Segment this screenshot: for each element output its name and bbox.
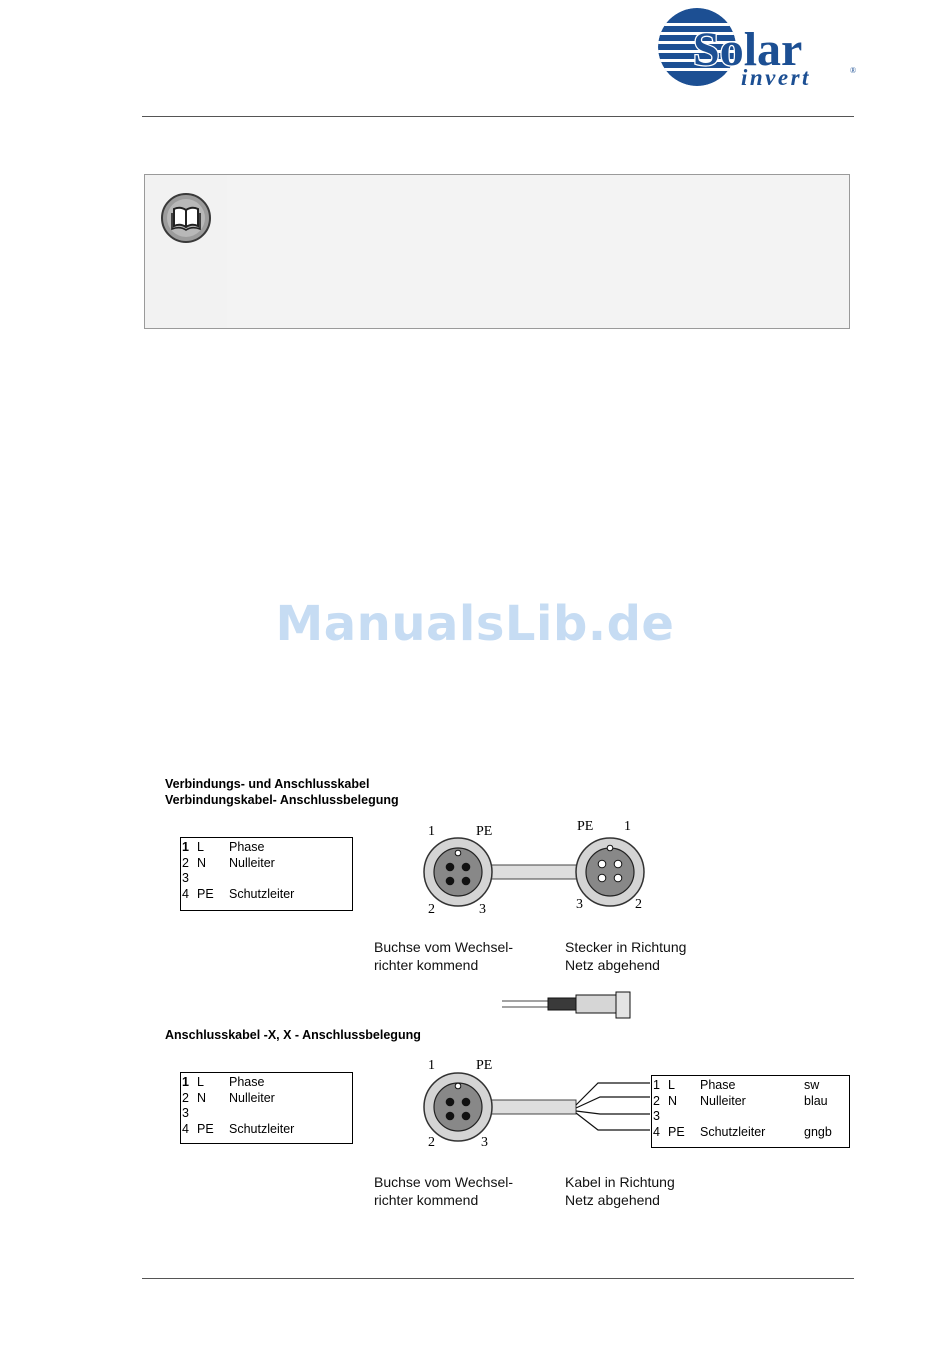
pin-number: 3 (182, 1106, 189, 1120)
table-row: 2 N Nulleiter (182, 1091, 352, 1107)
pin-assignment-table-1: 1 L Phase 2 N Nulleiter 3 4 PE Schutzlei… (180, 837, 353, 911)
section1-heading-line1: Verbindungs- und Anschlusskabel (165, 777, 370, 791)
open-cable-diagram: 1 PE 2 3 (423, 1058, 650, 1150)
caption-cable-line2: Netz abgehend (565, 1192, 660, 1208)
pin-name: Schutzleiter (700, 1124, 766, 1139)
pin-number: 1 (182, 840, 189, 854)
plug-pin-1-label: 1 (624, 819, 631, 834)
pin-code: PE (197, 1121, 214, 1136)
registered-mark: ® (850, 66, 856, 75)
table-row: 2 N Nulleiter blau (653, 1094, 849, 1110)
pin-name: Phase (229, 840, 265, 854)
plug-connector (575, 837, 645, 907)
pin-assignment-table-2: 1 L Phase 2 N Nulleiter 3 4 PE Schutzlei… (180, 1072, 353, 1144)
book-icon (161, 193, 211, 243)
wire-color: blau (804, 1093, 828, 1108)
socket-connector (423, 1072, 493, 1142)
footer-rule (142, 1278, 854, 1279)
pin-name: Schutzleiter (229, 886, 295, 901)
wire-color: gngb (804, 1124, 832, 1139)
logo-word-invert: invert (741, 65, 811, 90)
cable-body (489, 864, 583, 880)
solar-invert-logo: Solar invert ® (658, 8, 856, 90)
pin-code: PE (197, 886, 214, 901)
pin-code: N (197, 855, 207, 870)
pin-number: 2 (182, 855, 189, 870)
plug-pe-label: PE (577, 819, 593, 834)
pin-number: 3 (653, 1109, 660, 1123)
note-box (144, 174, 850, 329)
watermark: ManualsLib.de (275, 596, 675, 652)
socket-pin-2-label: 2 (428, 1135, 435, 1150)
logo-word-solar: Solar (693, 23, 802, 76)
pin-number: 2 (653, 1093, 660, 1108)
table-row: 4 PE Schutzleiter (182, 887, 352, 903)
wire-color-table: 1 L Phase sw 2 N Nulleiter blau 3 4 PE S… (651, 1075, 850, 1148)
pin-number: 4 (182, 886, 189, 901)
caption-socket-line2: richter kommend (374, 957, 479, 973)
table-row: 3 (653, 1109, 849, 1125)
table-row: 4 PE Schutzleiter (182, 1122, 352, 1138)
socket-pin-2-label: 2 (428, 902, 435, 917)
section1-heading-line2: Verbindungskabel- Anschlussbelegung (165, 793, 399, 807)
caption-socket-line1: Buchse vom Wechsel- (374, 939, 514, 955)
pin-number: 1 (182, 1075, 189, 1089)
pin-code: L (197, 1075, 204, 1089)
socket-connector (423, 837, 493, 907)
pin-code: L (668, 1078, 675, 1092)
pin-number: 3 (182, 871, 189, 885)
pin-number: 4 (182, 1121, 189, 1136)
caption-socket-line1: Buchse vom Wechsel- (374, 1174, 514, 1190)
table-row: 1 L Phase sw (653, 1078, 849, 1094)
pin-number: 1 (653, 1078, 660, 1092)
socket-pin-1-label: 1 (428, 1058, 435, 1073)
socket-pe-label: PE (476, 824, 492, 839)
pin-code: N (197, 1090, 207, 1105)
wire-color: sw (804, 1078, 820, 1092)
plug-pin-2-label: 2 (635, 897, 642, 912)
pin-number: 4 (653, 1124, 660, 1139)
pin-name: Nulleiter (700, 1093, 746, 1108)
table-row: 2 N Nulleiter (182, 856, 352, 872)
globe-icon (658, 8, 736, 86)
caption-cable-line1: Kabel in Richtung (565, 1174, 675, 1190)
pin-name: Phase (700, 1078, 736, 1092)
socket-pin-3-label: 3 (479, 902, 486, 917)
connection-cable-diagram: 1 PE 2 3 PE 1 3 2 (423, 819, 645, 917)
pin-code: PE (668, 1124, 685, 1139)
pin-code: N (668, 1093, 678, 1108)
socket-pe-label: PE (476, 1058, 492, 1073)
plug-pin-3-label: 3 (576, 897, 583, 912)
note-content (227, 175, 849, 328)
caption-socket-line2: richter kommend (374, 1192, 479, 1208)
pin-name: Nulleiter (229, 1090, 275, 1105)
pin-name: Schutzleiter (229, 1121, 295, 1136)
caption-plug-line2: Netz abgehend (565, 957, 660, 973)
connector-side-view (502, 991, 631, 1019)
pin-name: Phase (229, 1075, 265, 1089)
section2-heading: Anschlusskabel -X, X - Anschlussbelegung (165, 1028, 421, 1042)
pin-name: Nulleiter (229, 855, 275, 870)
table-row: 3 (182, 871, 352, 887)
socket-pin-1-label: 1 (428, 824, 435, 839)
cable-body (489, 1099, 577, 1115)
pin-code: L (197, 840, 204, 854)
pin-number: 2 (182, 1090, 189, 1105)
table-row: 4 PE Schutzleiter gngb (653, 1125, 849, 1141)
cable-wire-ends (575, 1082, 650, 1131)
table-row: 1 L Phase (182, 1075, 352, 1091)
table-row: 3 (182, 1106, 352, 1122)
socket-pin-3-label: 3 (481, 1135, 488, 1150)
table-row: 1 L Phase (182, 840, 352, 856)
caption-plug-line1: Stecker in Richtung (565, 939, 687, 955)
header-rule (142, 116, 854, 117)
